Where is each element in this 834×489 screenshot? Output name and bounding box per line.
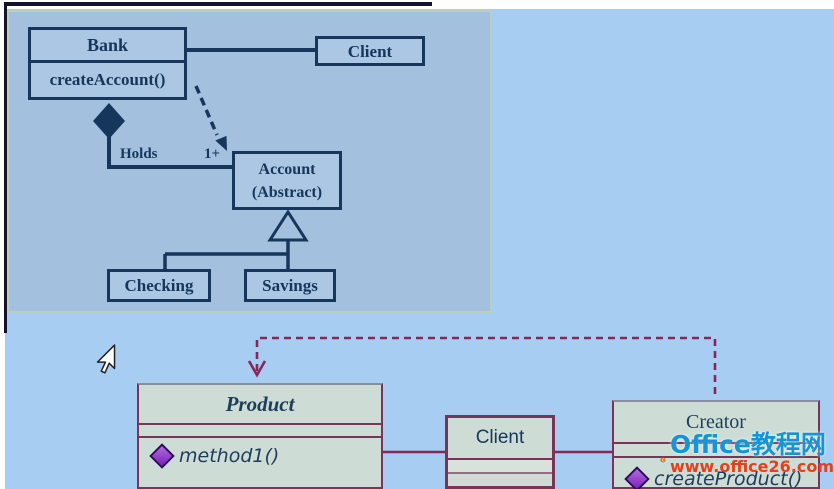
product-attributes-compartment [139, 425, 381, 438]
class-name-account: Account [258, 161, 316, 178]
class-box-checking: Checking [107, 269, 211, 302]
class-box-account: Account (Abstract) [232, 151, 342, 210]
composition-line-bank-account [107, 135, 232, 169]
private-method-diamond-icon [624, 466, 650, 489]
client-attributes-compartment [448, 460, 552, 474]
class-stereotype-abstract: (Abstract) [251, 184, 323, 202]
relationship-label-holds: Holds [120, 146, 158, 162]
creator-attributes-compartment [614, 444, 818, 458]
class-box-creator: Creator createProduct() [612, 400, 820, 489]
class-box-product: Product method1() [137, 383, 383, 489]
factory-dependency-dashed-line [255, 336, 717, 398]
screenshot-frame-left-line [4, 2, 7, 333]
private-method-diamond-icon [149, 443, 175, 469]
class-box-client-bottom: Client [445, 415, 555, 489]
open-arrowhead-icon [247, 360, 267, 378]
generalization-triangle-icon [267, 209, 309, 242]
class-name-product: Product [139, 385, 381, 425]
watermark-site-url: www.office26.com [669, 457, 834, 476]
multiplicity-label: 1+ [204, 146, 221, 162]
watermark: Office教程网 www.office26.com [660, 432, 834, 489]
method-label-method1: method1() [179, 445, 280, 467]
composition-diamond-icon [93, 103, 125, 139]
class-box-savings: Savings [244, 269, 336, 302]
mouse-cursor-icon [96, 344, 116, 374]
class-box-client-top: Client [315, 36, 425, 66]
creator-method-row: createProduct() [624, 466, 803, 489]
watermark-text: Office教程网 www.office26.com [670, 432, 834, 475]
method-label-create-product: createProduct() [654, 468, 803, 489]
class-name-client-bottom: Client [448, 418, 552, 460]
inheritance-lines [163, 240, 290, 269]
class-name-bank: Bank [31, 30, 184, 63]
class-name-creator: Creator [614, 402, 818, 444]
watermark-site-name: Office教程网 [669, 430, 826, 459]
dependency-arrowhead-icon [215, 135, 227, 151]
dependency-dashed-line [194, 85, 219, 136]
office-logo-icon [660, 457, 666, 463]
product-method-row: method1() [149, 443, 280, 469]
class-box-bank: Bank createAccount() [28, 27, 187, 100]
screenshot-frame-top-line [4, 2, 432, 6]
class-method-create-account: createAccount() [49, 70, 166, 89]
